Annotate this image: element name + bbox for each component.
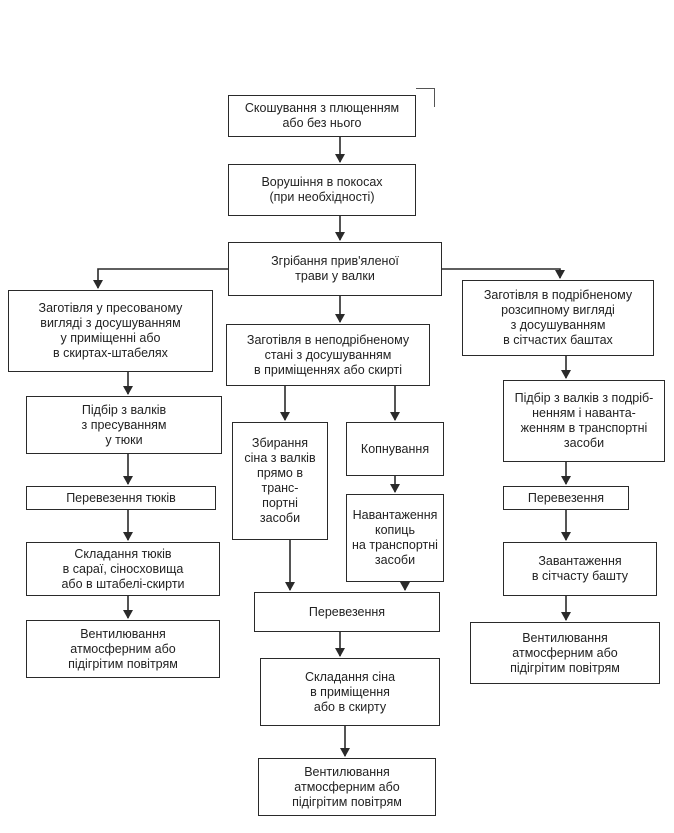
- node-coppicing: Копнування: [346, 422, 444, 476]
- box-bracket: [416, 88, 435, 107]
- node-tedding: Ворушіння в покосах(при необхідності): [228, 164, 416, 216]
- node-line: Вентилювання: [304, 764, 390, 779]
- node-line: Перевезення тюків: [66, 490, 176, 505]
- node-line: Навантаження: [352, 508, 438, 522]
- node-line: Ворушіння в покосах: [261, 175, 383, 189]
- node-line: Збирання: [251, 436, 309, 450]
- arrow-windrowing-chopped: [442, 268, 565, 279]
- node-line: або в штабелі-скирти: [61, 576, 185, 591]
- node-line: атмосферним або: [512, 645, 618, 660]
- node-line: портні: [262, 496, 298, 510]
- node-line: Перевезення: [308, 604, 386, 619]
- node-line: Завантаження: [538, 554, 622, 568]
- node-line: ненням і наванта-: [532, 406, 636, 420]
- node-line: підігрітим повітрям: [292, 794, 402, 809]
- node-line: у тюки: [105, 432, 143, 447]
- node-line: Заготівля в подрібненому: [483, 288, 633, 302]
- node-line: сіна з валків: [244, 451, 316, 465]
- node-line: засоби: [563, 436, 605, 450]
- node-right-transport: Перевезення: [503, 486, 629, 510]
- node-line: або в скирту: [313, 699, 387, 714]
- node-line: або без нього: [282, 116, 362, 130]
- node-line: з досушуванням: [510, 318, 606, 332]
- node-line: в сітчастих баштах: [503, 333, 613, 347]
- node-line: в приміщеннях або скирті: [254, 362, 402, 377]
- node-line: женням в транспортні: [520, 421, 648, 435]
- node-line: Заготівля у пресованому: [38, 301, 183, 315]
- node-line: на транспортні: [352, 538, 438, 552]
- node-chop-pickup: Підбір з валків з подріб-ненням і навант…: [503, 380, 665, 462]
- node-line: в приміщення: [310, 684, 390, 699]
- node-line: з пресуванням: [81, 417, 167, 432]
- node-line: прямо в: [256, 466, 303, 480]
- node-mid-transport: Перевезення: [254, 592, 440, 632]
- node-line: Перевезення: [527, 490, 605, 505]
- node-line: підігрітим повітрям: [510, 660, 620, 675]
- node-line: Складання сіна: [304, 669, 396, 684]
- node-line: Складання тюків: [74, 546, 172, 561]
- node-line: Вентилювання: [80, 626, 166, 641]
- node-line: трави у валки: [295, 269, 375, 283]
- node-line: засоби: [374, 553, 416, 567]
- node-line: копиць: [375, 523, 415, 537]
- node-line: у приміщенні або: [60, 331, 161, 345]
- node-line: розсипному вигляді: [501, 303, 615, 317]
- node-bale-transport: Перевезення тюків: [26, 486, 216, 510]
- node-line: Підбір з валків: [81, 402, 167, 417]
- node-line: стані з досушуванням: [264, 347, 392, 362]
- node-line: (при необхідності): [269, 190, 375, 204]
- node-line: атмосферним або: [294, 779, 400, 794]
- node-line: транс-: [261, 481, 299, 495]
- arrow-windrowing-pressed: [93, 268, 228, 289]
- node-line: в сітчасту башту: [531, 569, 629, 583]
- node-line: в сараї, сіносховища: [62, 561, 184, 576]
- node-line: Копнування: [360, 441, 430, 456]
- node-line: засоби: [259, 511, 301, 525]
- node-line: вигляді з досушуванням: [40, 316, 181, 330]
- node-line: атмосферним або: [70, 641, 176, 656]
- node-line: Скошування з плющенням: [244, 101, 400, 115]
- node-line: Підбір з валків з подріб-: [514, 391, 654, 405]
- node-line: Згрібання прив'яленої: [271, 254, 399, 268]
- node-line: Заготівля в неподрібненому: [246, 332, 410, 347]
- node-line: Вентилювання: [522, 630, 608, 645]
- node-line: в скиртах-штабелях: [53, 346, 168, 360]
- node-line: підігрітим повітрям: [68, 656, 178, 671]
